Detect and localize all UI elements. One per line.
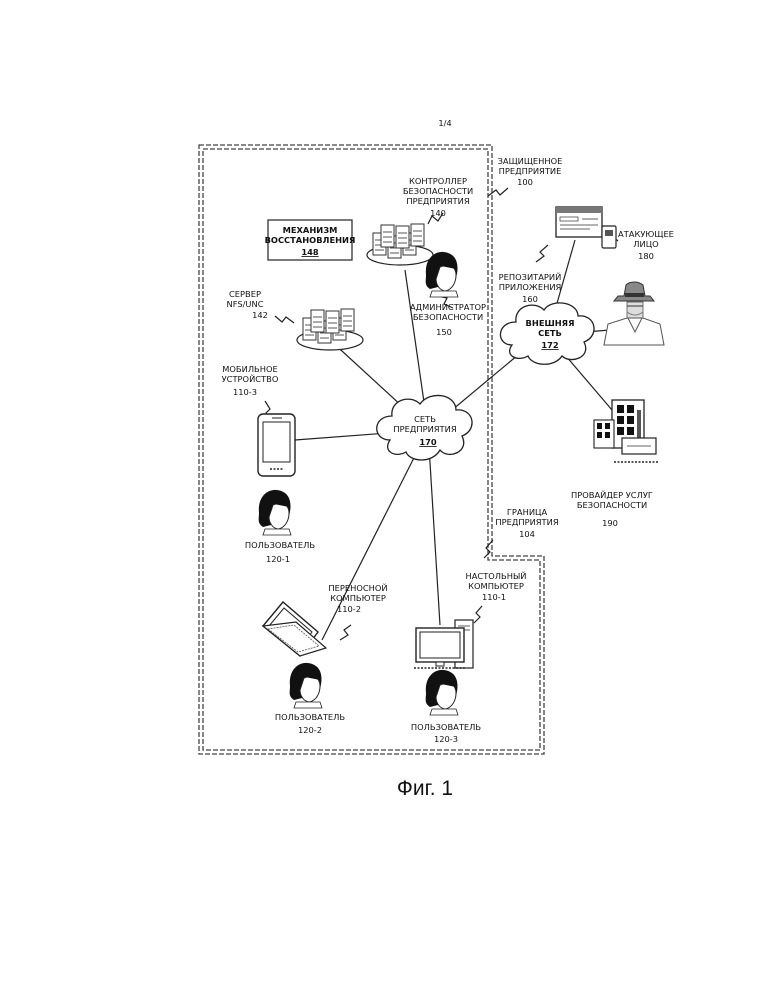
recovery-engine-box: МЕХАНИЗМ ВОССТАНОВЛЕНИЯ 148 xyxy=(265,220,356,260)
provider-id: 190 xyxy=(602,518,618,528)
desktop-label: НАСТОЛЬНЫЙ xyxy=(465,570,526,581)
controller-label: ПРЕДПРИЯТИЯ xyxy=(406,196,469,206)
page-number: 1/4 xyxy=(438,118,451,128)
user1-icon xyxy=(259,490,291,535)
enterprise-label: ПРЕДПРИЯТИЕ xyxy=(499,166,562,176)
app-repository-icon xyxy=(556,207,616,248)
controller-server-icon xyxy=(367,224,433,265)
user1-label: ПОЛЬЗОВАТЕЛЬ xyxy=(245,540,315,550)
admin-person-icon xyxy=(426,252,458,297)
external-network-cloud: ВНЕШНЯЯ СЕТЬ 172 xyxy=(500,303,594,364)
admin-id: 150 xyxy=(436,327,452,337)
laptop-label: КОМПЬЮТЕР xyxy=(330,593,386,603)
nfs-server-label: СЕРВЕР xyxy=(229,289,261,299)
recovery-engine-label: МЕХАНИЗМ xyxy=(283,225,338,235)
enterprise-label: ЗАЩИЩЕННОЕ xyxy=(498,156,563,166)
attacker-id: 180 xyxy=(638,251,654,261)
external-network-id: 172 xyxy=(541,340,559,350)
attacker-label: АТАКУЮЩЕЕ xyxy=(618,229,674,239)
mobile-id: 110-3 xyxy=(233,387,257,397)
laptop-icon xyxy=(263,602,326,656)
user1-id: 120-1 xyxy=(266,554,290,564)
boundary-label: ГРАНИЦА xyxy=(507,507,548,517)
recovery-engine-id: 148 xyxy=(301,247,319,257)
enterprise-id: 100 xyxy=(517,177,533,187)
desktop-label: КОМПЬЮТЕР xyxy=(468,581,524,591)
controller-label: БЕЗОПАСНОСТИ xyxy=(403,186,473,196)
mobile-label: УСТРОЙСТВО xyxy=(222,373,279,384)
nfs-server-icon xyxy=(297,309,363,350)
controller-id: 140 xyxy=(430,208,446,218)
mobile-label: МОБИЛЬНОЕ xyxy=(222,364,278,374)
repo-label: РЕПОЗИТАРИЙ xyxy=(499,271,562,282)
laptop-id: 110-2 xyxy=(337,604,361,614)
mobile-device-icon xyxy=(258,414,295,476)
recovery-engine-label: ВОССТАНОВЛЕНИЯ xyxy=(265,235,356,245)
external-network-label: СЕТЬ xyxy=(538,328,562,338)
desktop-icon xyxy=(414,620,473,668)
attacker-icon xyxy=(604,282,664,345)
repo-label: ПРИЛОЖЕНИЯ xyxy=(499,282,562,292)
provider-label: ПРОВАЙДЕР УСЛУГ xyxy=(571,489,653,500)
user2-label: ПОЛЬЗОВАТЕЛЬ xyxy=(275,712,345,722)
admin-label: АДМИНИСТРАТОР xyxy=(410,302,486,312)
boundary-id: 104 xyxy=(519,529,535,539)
figure-caption: Фиг. 1 xyxy=(397,777,453,800)
attacker-label: ЛИЦО xyxy=(633,239,659,249)
enterprise-network-id: 170 xyxy=(419,437,437,447)
external-network-label: ВНЕШНЯЯ xyxy=(526,318,575,328)
enterprise-network-label: ПРЕДПРИЯТИЯ xyxy=(393,424,456,434)
enterprise-network-label: СЕТЬ xyxy=(414,414,436,424)
admin-label: БЕЗОПАСНОСТИ xyxy=(413,312,483,322)
user2-icon xyxy=(290,663,322,708)
laptop-label: ПЕРЕНОСНОЙ xyxy=(328,582,387,593)
user3-icon xyxy=(426,670,458,715)
user3-id: 120-3 xyxy=(434,734,458,744)
repo-id: 160 xyxy=(522,294,538,304)
provider-building-icon xyxy=(594,400,658,462)
controller-label: КОНТРОЛЛЕР xyxy=(409,176,467,186)
user3-label: ПОЛЬЗОВАТЕЛЬ xyxy=(411,722,481,732)
boundary-label: ПРЕДПРИЯТИЯ xyxy=(495,517,558,527)
provider-label: БЕЗОПАСНОСТИ xyxy=(577,500,647,510)
user2-id: 120-2 xyxy=(298,725,322,735)
enterprise-boundary xyxy=(199,145,544,754)
nfs-server-label: NFS/UNC xyxy=(227,299,264,309)
desktop-id: 110-1 xyxy=(482,592,506,602)
nfs-server-id: 142 xyxy=(252,310,268,320)
